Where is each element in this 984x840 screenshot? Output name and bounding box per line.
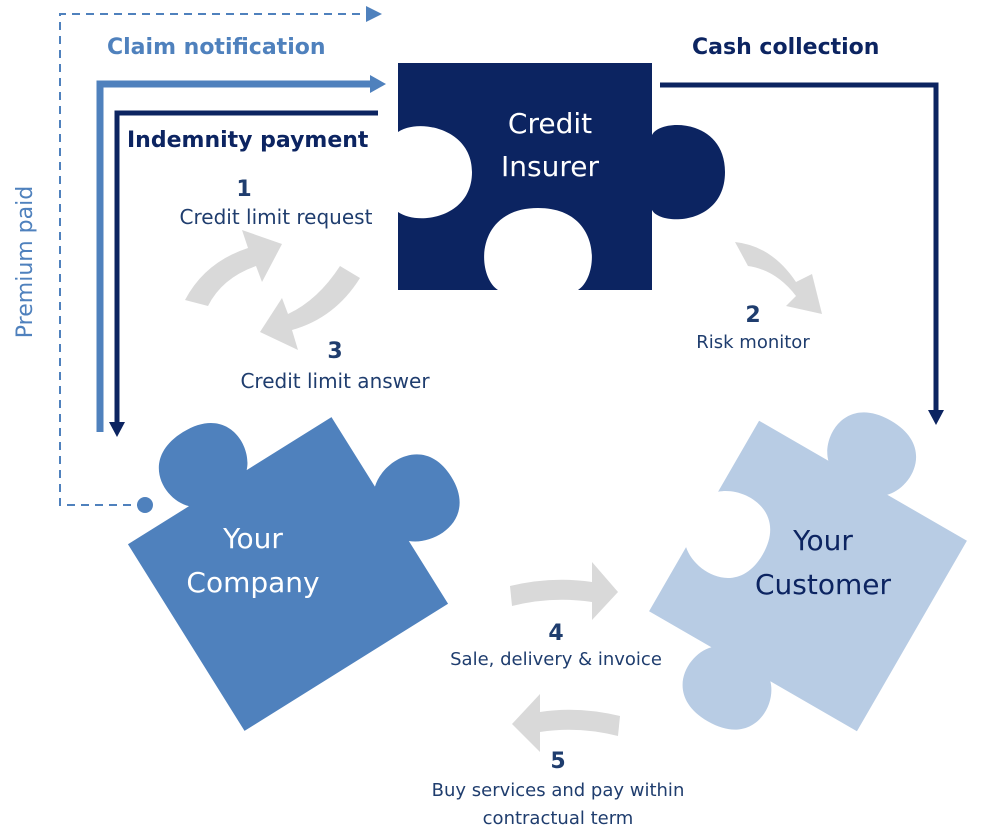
step-1-label: Credit limit request — [180, 205, 373, 229]
your-company-shape — [127, 417, 460, 731]
your-customer-label-line2: Customer — [755, 568, 891, 601]
claim-notification-line — [96, 80, 372, 432]
indemnity-payment-line — [114, 110, 378, 424]
premium-paid-dashed-line — [59, 13, 372, 506]
cash-collection-label: Cash collection — [692, 35, 879, 60]
claim-notification-label: Claim notification — [107, 35, 326, 60]
premium-paid-label: Premium paid — [13, 186, 38, 338]
credit-insurer-piece: Credit Insurer — [398, 63, 725, 290]
step-3-label: Credit limit answer — [240, 369, 430, 393]
your-company-piece: Your Company — [127, 417, 460, 731]
step-5-arrow — [512, 694, 620, 752]
step-1-number: 1 — [236, 177, 251, 202]
cash-collection-flow — [660, 82, 944, 425]
premium-paid-flow — [59, 6, 382, 513]
credit-insurer-label-line2: Insurer — [501, 150, 599, 183]
your-customer-shape — [649, 412, 967, 732]
indemnity-payment-flow — [109, 110, 378, 437]
claim-notification-flow — [96, 75, 386, 432]
step-4-number: 4 — [548, 621, 563, 646]
step-5-label-line2: contractual term — [483, 808, 634, 829]
step-1: 1 Credit limit request — [180, 177, 373, 229]
step-5: 5 Buy services and pay within contractua… — [432, 749, 685, 829]
step-3-arrow — [260, 266, 360, 350]
step-2-label: Risk monitor — [696, 332, 810, 353]
step-3: 3 Credit limit answer — [240, 339, 430, 393]
step-2: 2 Risk monitor — [696, 303, 810, 353]
premium-paid-dot — [137, 497, 153, 513]
cash-collection-arrowhead — [928, 410, 944, 425]
premium-paid-arrowhead — [366, 6, 382, 22]
your-customer-piece: Your Customer — [649, 412, 967, 732]
credit-insurer-label-line1: Credit — [508, 107, 592, 140]
step-3-number: 3 — [327, 339, 342, 364]
cash-collection-line — [660, 82, 939, 412]
your-company-label-line2: Company — [186, 566, 319, 599]
step-5-label-line1: Buy services and pay within — [432, 780, 685, 801]
step-1-arrow — [185, 230, 282, 306]
step-4: 4 Sale, delivery & invoice — [450, 621, 662, 670]
step-5-number: 5 — [550, 749, 565, 774]
step-4-label: Sale, delivery & invoice — [450, 649, 662, 670]
process-arrows — [185, 230, 822, 752]
credit-insurer-shape — [398, 63, 725, 290]
your-company-label-line1: Your — [222, 522, 283, 555]
indemnity-payment-label: Indemnity payment — [127, 128, 369, 153]
your-customer-label-line1: Your — [792, 524, 853, 557]
step-2-arrow — [735, 242, 822, 314]
step-4-arrow — [510, 562, 618, 620]
step-2-number: 2 — [745, 303, 760, 328]
claim-notification-arrowhead — [370, 75, 386, 93]
indemnity-payment-arrowhead — [109, 422, 125, 437]
